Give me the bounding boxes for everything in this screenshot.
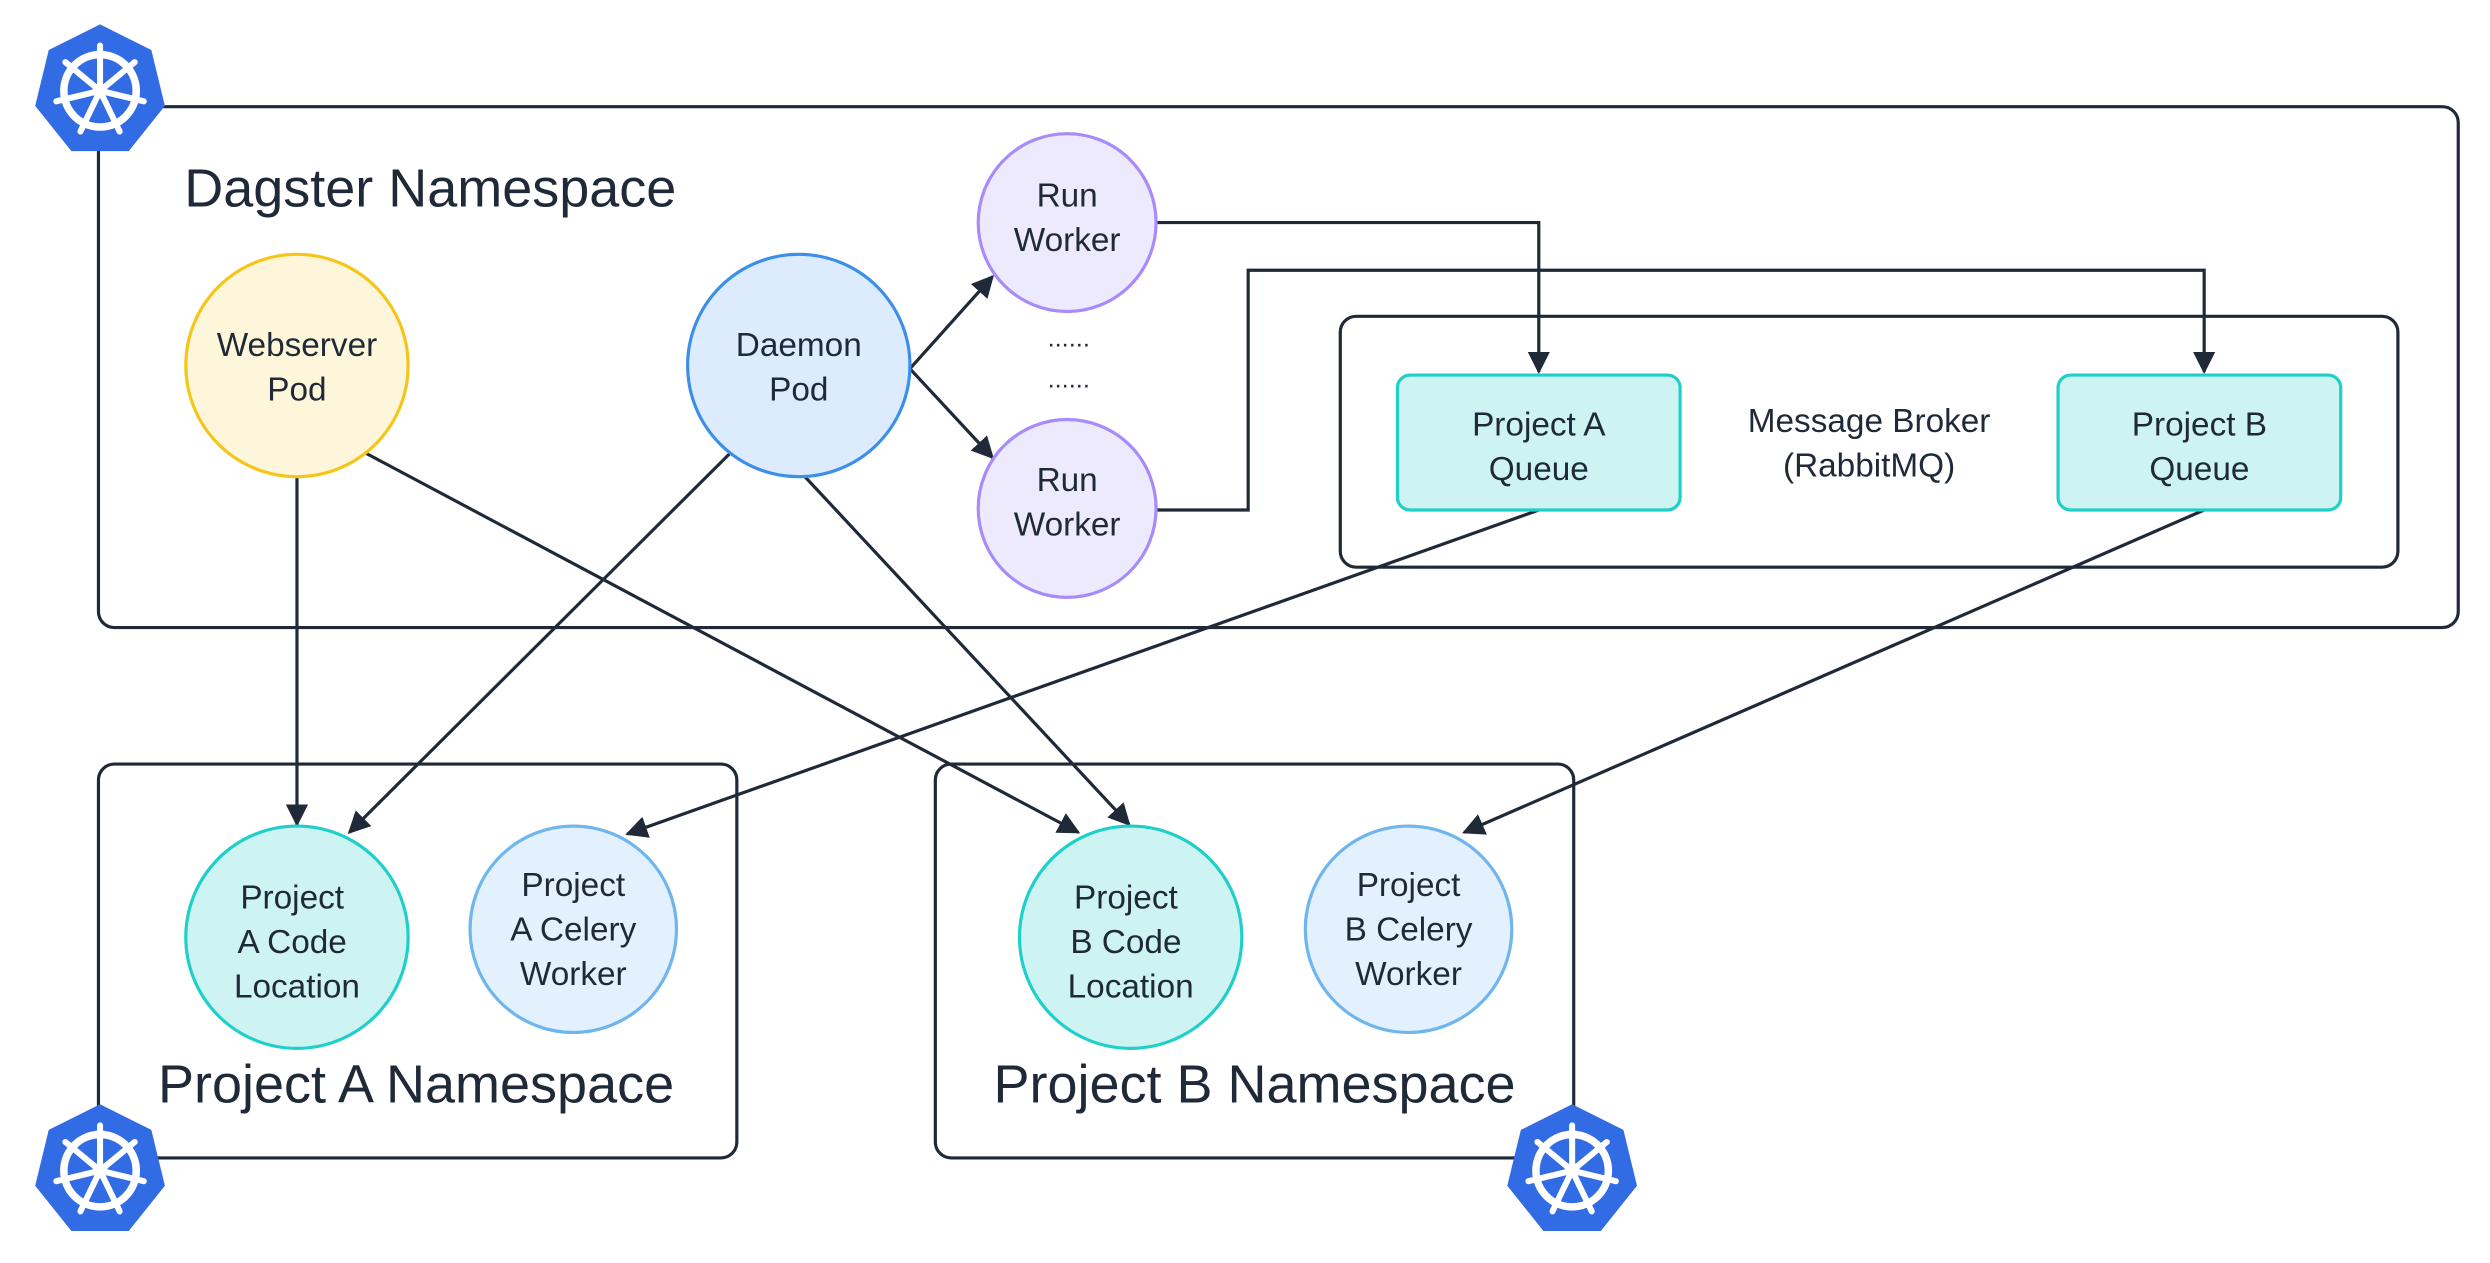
daemon-label-2: Pod	[769, 371, 828, 408]
project-b-celery-worker-node	[1303, 824, 1514, 1035]
celery-a-label-1: Project	[521, 867, 625, 904]
queue-a-label-2: Queue	[1489, 451, 1589, 488]
code-b-label-2: B Code	[1070, 924, 1181, 961]
ellipsis-2: ......	[1048, 366, 1090, 394]
run-worker-2-label-1: Run	[1037, 462, 1098, 499]
dagster-namespace-label: Dagster Namespace	[184, 159, 676, 219]
message-broker-sublabel: (RabbitMQ)	[1783, 448, 1955, 485]
run-worker-1-label-1: Run	[1037, 178, 1098, 215]
queue-b-label-2: Queue	[2149, 451, 2249, 488]
celery-a-label-3: Worker	[520, 956, 627, 993]
webserver-pod-node	[184, 252, 410, 479]
edge-daemon-to-code-a	[347, 451, 732, 834]
edge-run-worker-2-to-queue-b	[1156, 268, 2216, 512]
queue-b-label-1: Project B	[2132, 406, 2267, 443]
celery-b-label-2: B Celery	[1345, 911, 1473, 948]
code-b-label-1: Project	[1074, 880, 1178, 917]
project-a-celery-worker-node	[468, 824, 679, 1035]
message-broker-box	[1338, 314, 2400, 569]
project-b-code-location-node	[1017, 824, 1244, 1050]
daemon-label-1: Daemon	[736, 327, 862, 364]
edge-daemon-to-code-b	[800, 472, 1131, 827]
project-a-queue-node	[1395, 373, 1682, 512]
edge-webserver-to-code-b	[364, 451, 1081, 834]
run-worker-2-label-2: Worker	[1014, 506, 1121, 543]
project-a-code-location-node	[184, 824, 410, 1050]
code-b-label-3: Location	[1068, 969, 1194, 1006]
edge-run-worker-1-to-queue-a	[1156, 220, 1550, 375]
celery-a-label-2: A Celery	[510, 911, 636, 948]
project-b-queue-node	[2056, 373, 2343, 512]
edge-daemon-to-run-worker-2	[908, 367, 995, 460]
code-a-label-1: Project	[240, 880, 344, 917]
kubernetes-icon	[35, 1104, 165, 1231]
celery-b-label-3: Worker	[1355, 956, 1462, 993]
message-broker-label: Message Broker	[1748, 403, 1991, 440]
edge-daemon-to-run-worker-1	[908, 274, 994, 370]
celery-b-label-1: Project	[1357, 867, 1461, 904]
code-a-label-3: Location	[234, 969, 360, 1006]
project-b-namespace-box	[933, 762, 1576, 1160]
webserver-label-2: Pod	[267, 371, 326, 408]
edge-queue-a-to-celery-a	[625, 508, 1540, 838]
queue-a-label-1: Project A	[1472, 406, 1606, 443]
kubernetes-icon	[35, 24, 165, 151]
edges	[285, 220, 2216, 838]
kubernetes-icon	[1507, 1104, 1637, 1231]
ellipsis-1: ......	[1048, 324, 1090, 352]
project-a-namespace-label: Project A Namespace	[158, 1054, 674, 1114]
webserver-label-1: Webserver	[217, 327, 378, 364]
dagster-namespace-box	[96, 105, 2460, 630]
run-worker-1-label-2: Worker	[1014, 222, 1121, 259]
run-worker-2-node	[976, 417, 1158, 599]
run-worker-1-node	[976, 132, 1158, 314]
edge-queue-b-to-celery-b	[1462, 508, 2205, 835]
daemon-pod-node	[686, 252, 912, 479]
project-b-namespace-label: Project B Namespace	[993, 1054, 1515, 1114]
code-a-label-2: A Code	[238, 924, 347, 961]
